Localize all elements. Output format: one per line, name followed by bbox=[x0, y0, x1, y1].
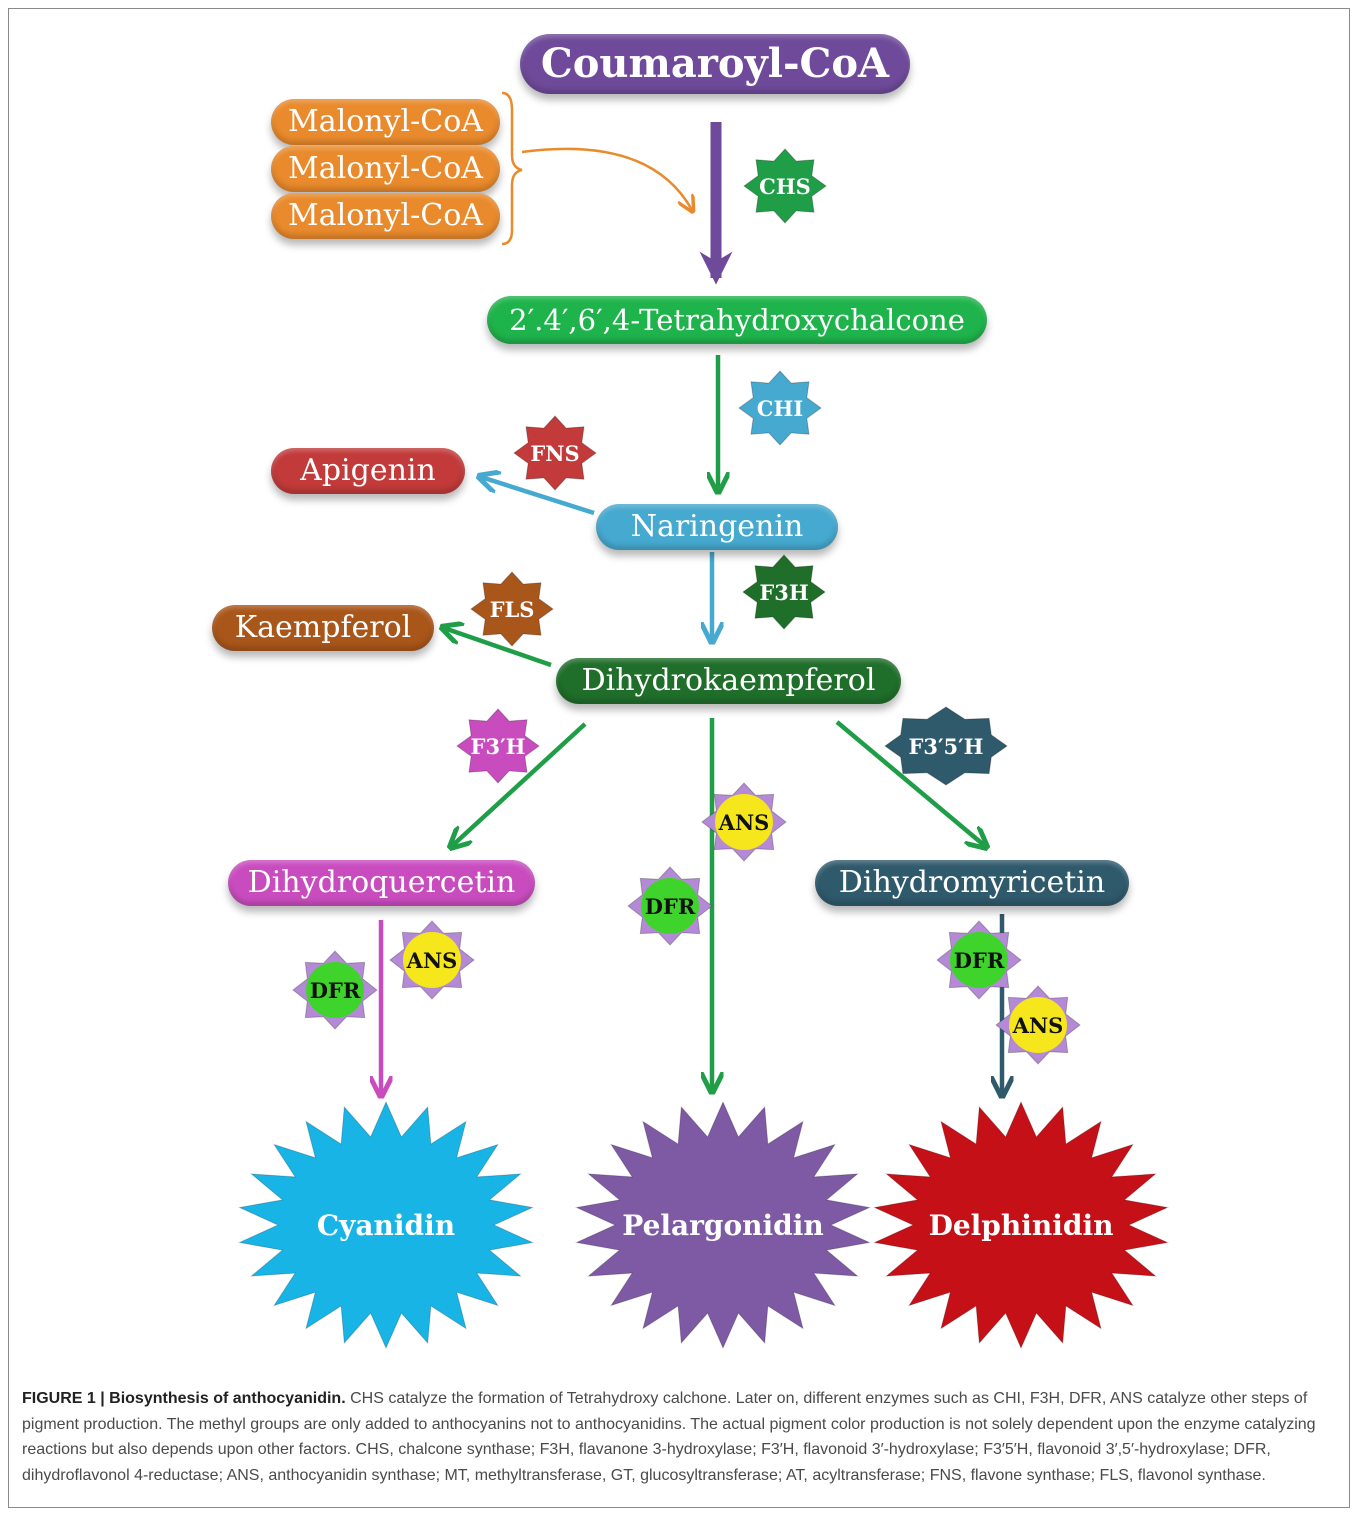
enzyme-chs: CHS bbox=[743, 148, 827, 224]
node-kaempferol-label: Kaempferol bbox=[234, 610, 412, 645]
node-dihydrokaempferol-label: Dihydrokaempferol bbox=[581, 663, 876, 698]
node-malonyl-coa-3: Malonyl-CoA bbox=[271, 193, 500, 239]
star-core bbox=[403, 932, 461, 988]
arrow-dihydrokaempferol-to-dihydromyricetin bbox=[835, 720, 985, 846]
caption-label: FIGURE 1 | Biosynthesis of anthocyanidin… bbox=[22, 1390, 346, 1407]
star-core bbox=[950, 932, 1008, 988]
enzyme-chs-label: CHS bbox=[759, 173, 811, 199]
star-core bbox=[1009, 997, 1067, 1053]
product-delphinidin: Delphinidin bbox=[871, 1100, 1171, 1350]
enzyme-f3prime-h-label: F3′H bbox=[470, 733, 526, 759]
node-tetrahydroxychalcone: 2′.4′,6′,4-Tetrahydroxychalcone bbox=[487, 296, 987, 344]
burst-shape bbox=[872, 1100, 1170, 1350]
caption-text: CHS catalyze the formation of Tetrahydro… bbox=[22, 1390, 1316, 1484]
enzyme-dfr-center-label: DFR bbox=[644, 893, 696, 919]
enzyme-chi-label: CHI bbox=[756, 395, 804, 421]
node-dihydroquercetin: Dihydroquercetin bbox=[228, 860, 535, 906]
enzyme-fls-label: FLS bbox=[489, 596, 535, 622]
cyanidin-burst-icon bbox=[237, 1100, 535, 1350]
node-malonyl-coa-1-label: Malonyl-CoA bbox=[288, 104, 483, 139]
node-malonyl-coa-1: Malonyl-CoA bbox=[271, 99, 500, 145]
star-core bbox=[484, 583, 540, 635]
enzyme-fls: FLS bbox=[470, 571, 554, 647]
enzyme-dfr-right-label: DFR bbox=[953, 947, 1005, 973]
enzyme-fns: FNS bbox=[513, 415, 597, 491]
enzyme-fls-star-icon bbox=[470, 571, 554, 647]
enzyme-f3h: F3H bbox=[742, 554, 826, 630]
node-kaempferol: Kaempferol bbox=[212, 605, 434, 651]
enzyme-ans-center-star-icon bbox=[701, 782, 787, 862]
product-pelargonidin-label: Pelargonidin bbox=[622, 1208, 824, 1242]
enzyme-dfr-right: DFR bbox=[936, 920, 1022, 1000]
node-dihydroquercetin-label: Dihydroquercetin bbox=[247, 865, 516, 900]
product-delphinidin-label: Delphinidin bbox=[928, 1208, 1114, 1242]
pathway-arrows bbox=[0, 91, 1360, 1380]
star-core bbox=[641, 878, 699, 934]
enzyme-dfr-center: DFR bbox=[627, 866, 713, 946]
star-core bbox=[470, 720, 526, 772]
arrow-malonyl-to-chalcone bbox=[521, 147, 692, 210]
malonyl-bracket bbox=[501, 91, 523, 246]
node-dihydromyricetin: Dihydromyricetin bbox=[815, 860, 1129, 906]
arrow-naringenin-to-apigenin bbox=[481, 477, 595, 516]
enzyme-f3h-label: F3H bbox=[759, 579, 809, 605]
pelargonidin-burst-icon bbox=[574, 1100, 872, 1350]
enzyme-ans-right-star-icon bbox=[995, 985, 1081, 1065]
burst-shape bbox=[574, 1100, 872, 1350]
enzyme-f3prime-h: F3′H bbox=[456, 708, 540, 784]
enzyme-ans-center: ANS bbox=[701, 782, 787, 862]
node-dihydromyricetin-label: Dihydromyricetin bbox=[838, 865, 1106, 900]
enzyme-ans-left: ANS bbox=[389, 920, 475, 1000]
enzyme-f35h-label: F3′5′H bbox=[908, 733, 984, 759]
star-core bbox=[306, 962, 364, 1018]
enzyme-ans-left-label: ANS bbox=[406, 947, 458, 973]
star-core bbox=[898, 718, 994, 774]
node-tetrahydroxychalcone-label: 2′.4′,6′,4-Tetrahydroxychalcone bbox=[509, 303, 965, 337]
enzyme-dfr-left-label: DFR bbox=[309, 977, 361, 1003]
node-naringenin: Naringenin bbox=[596, 504, 838, 550]
node-apigenin: Apigenin bbox=[271, 448, 465, 494]
delphinidin-burst-icon bbox=[872, 1100, 1170, 1350]
product-cyanidin-label: Cyanidin bbox=[316, 1208, 456, 1242]
arrow-dihydrokaempferol-to-kaempferol bbox=[444, 628, 552, 668]
enzyme-chi: CHI bbox=[738, 370, 822, 446]
enzyme-dfr-center-star-icon bbox=[627, 866, 713, 946]
node-dihydrokaempferol: Dihydrokaempferol bbox=[556, 658, 901, 704]
enzyme-fns-label: FNS bbox=[530, 440, 580, 466]
node-naringenin-label: Naringenin bbox=[630, 509, 804, 544]
enzyme-f3h-star-icon bbox=[742, 554, 826, 630]
star-core bbox=[527, 427, 583, 479]
enzyme-f35h-star-icon bbox=[884, 706, 1008, 786]
star-core bbox=[715, 794, 773, 850]
star-core bbox=[752, 382, 808, 434]
star-core bbox=[756, 566, 812, 618]
enzyme-chs-star-icon bbox=[743, 148, 827, 224]
node-coumaroyl-coa: Coumaroyl-CoA bbox=[520, 34, 910, 94]
product-pelargonidin: Pelargonidin bbox=[573, 1100, 873, 1350]
star-core bbox=[757, 160, 813, 212]
burst-shape bbox=[237, 1100, 535, 1350]
product-cyanidin: Cyanidin bbox=[236, 1100, 536, 1350]
enzyme-dfr-left: DFR bbox=[292, 950, 378, 1030]
enzyme-ans-right-label: ANS bbox=[1012, 1012, 1064, 1038]
enzyme-f3prime-h-star-icon bbox=[456, 708, 540, 784]
enzyme-ans-right: ANS bbox=[995, 985, 1081, 1065]
node-malonyl-coa-2: Malonyl-CoA bbox=[271, 146, 500, 192]
arrow-dihydrokaempferol-to-dihydroquercetin bbox=[452, 722, 587, 846]
enzyme-fns-star-icon bbox=[513, 415, 597, 491]
node-malonyl-coa-2-label: Malonyl-CoA bbox=[288, 151, 483, 186]
enzyme-ans-center-label: ANS bbox=[718, 809, 770, 835]
enzyme-dfr-right-star-icon bbox=[936, 920, 1022, 1000]
enzyme-dfr-left-star-icon bbox=[292, 950, 378, 1030]
node-apigenin-label: Apigenin bbox=[300, 453, 436, 488]
enzyme-chi-star-icon bbox=[738, 370, 822, 446]
node-malonyl-coa-3-label: Malonyl-CoA bbox=[288, 198, 483, 233]
enzyme-ans-left-star-icon bbox=[389, 920, 475, 1000]
node-coumaroyl-coa-label: Coumaroyl-CoA bbox=[540, 40, 890, 87]
figure-caption: FIGURE 1 | Biosynthesis of anthocyanidin… bbox=[22, 1386, 1340, 1488]
enzyme-f35h: F3′5′H bbox=[884, 706, 1008, 786]
